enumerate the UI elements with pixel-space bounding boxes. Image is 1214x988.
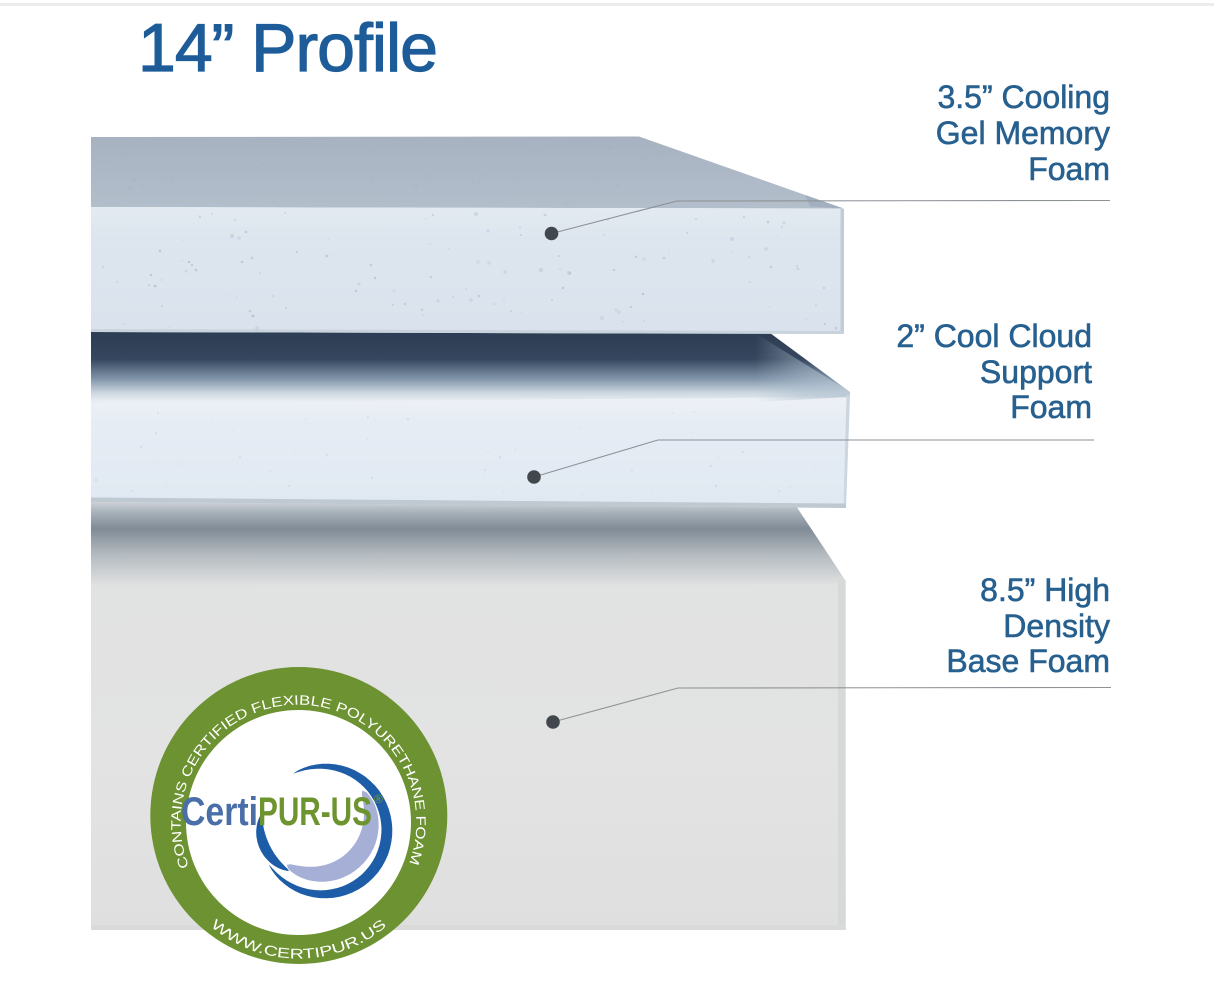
svg-text:®: ® <box>374 792 383 806</box>
svg-text:Base Foam: Base Foam <box>946 643 1110 679</box>
svg-text:3.5” Cooling: 3.5” Cooling <box>937 79 1110 115</box>
svg-text:2” Cool Cloud: 2” Cool Cloud <box>896 318 1092 354</box>
svg-text:Density: Density <box>1003 608 1110 644</box>
svg-text:Foam: Foam <box>1028 151 1110 187</box>
svg-text:Support: Support <box>980 354 1092 390</box>
svg-text:Gel Memory: Gel Memory <box>936 115 1110 151</box>
svg-text:PUR-US: PUR-US <box>258 790 372 834</box>
svg-text:Foam: Foam <box>1010 389 1092 425</box>
svg-text:14” Profile: 14” Profile <box>138 10 437 86</box>
svg-text:Certi: Certi <box>181 790 258 834</box>
svg-text:8.5” High: 8.5” High <box>980 572 1110 608</box>
